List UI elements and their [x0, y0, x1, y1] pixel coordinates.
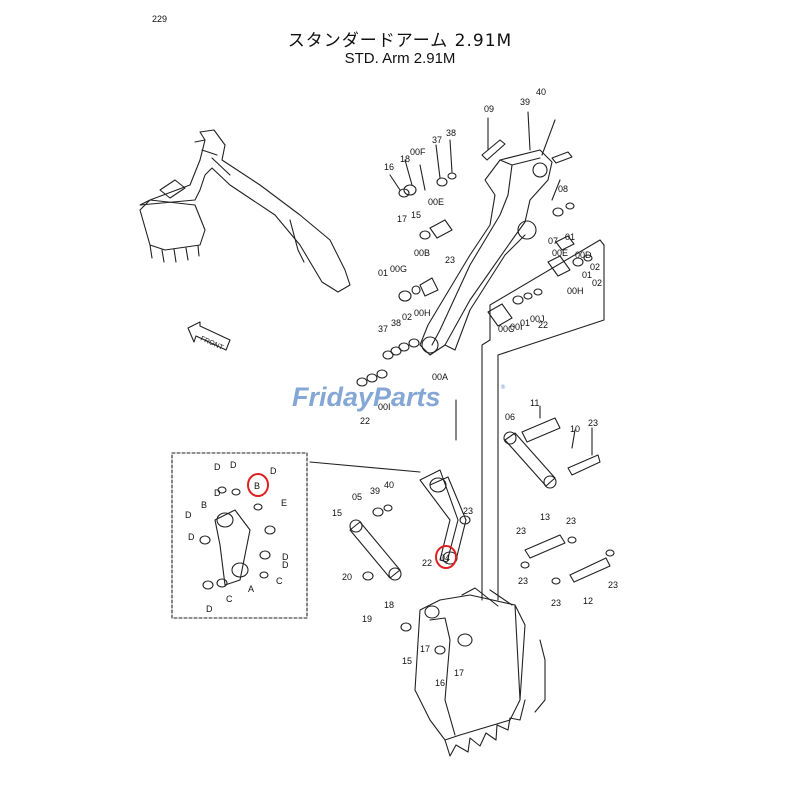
svg-text:13: 13: [540, 512, 550, 522]
svg-text:15: 15: [332, 508, 342, 518]
svg-text:23: 23: [463, 506, 473, 516]
svg-text:15: 15: [402, 656, 412, 666]
title-japanese: スタンダードアーム 2.91M: [287, 31, 513, 51]
svg-text:17: 17: [420, 644, 430, 654]
svg-text:00D: 00D: [575, 250, 592, 260]
highlight-circles: [247, 473, 457, 569]
svg-text:02: 02: [590, 262, 600, 272]
svg-text:40: 40: [384, 480, 394, 490]
svg-text:00J: 00J: [530, 314, 545, 324]
svg-text:B: B: [201, 500, 207, 510]
highlight-circle-b: [247, 473, 269, 497]
watermark-logo: FridayParts: [292, 382, 441, 412]
svg-text:D: D: [230, 460, 237, 470]
svg-text:23: 23: [518, 576, 528, 586]
svg-text:23: 23: [608, 580, 618, 590]
arm-assembly: [356, 111, 605, 601]
svg-text:00A: 00A: [432, 372, 448, 382]
svg-text:00H: 00H: [567, 286, 584, 296]
svg-text:23: 23: [566, 516, 576, 526]
svg-text:D: D: [270, 466, 277, 476]
svg-text:A: A: [248, 584, 254, 594]
svg-text:D: D: [188, 532, 195, 542]
svg-text:09: 09: [484, 104, 494, 114]
svg-text:01: 01: [582, 270, 592, 280]
svg-text:23: 23: [588, 418, 598, 428]
highlight-circle-04: [435, 545, 457, 569]
link-assembly: [309, 405, 615, 585]
svg-text:37: 37: [378, 324, 388, 334]
svg-text:D: D: [214, 488, 221, 498]
svg-text:22: 22: [422, 558, 432, 568]
svg-text:08: 08: [558, 184, 568, 194]
excavator-overview: [139, 129, 351, 293]
svg-text:16: 16: [384, 162, 394, 172]
svg-text:39: 39: [520, 97, 530, 107]
svg-text:D: D: [206, 604, 213, 614]
svg-text:37: 37: [432, 135, 442, 145]
svg-text:20: 20: [342, 572, 352, 582]
svg-text:C: C: [276, 576, 283, 586]
svg-text:00E: 00E: [428, 197, 444, 207]
svg-text:02: 02: [402, 312, 412, 322]
svg-text:D: D: [214, 462, 221, 472]
svg-text:16: 16: [435, 678, 445, 688]
svg-text:00B: 00B: [414, 248, 430, 258]
svg-text:01: 01: [520, 318, 530, 328]
svg-text:38: 38: [391, 318, 401, 328]
svg-text:00I: 00I: [510, 322, 523, 332]
svg-text:00E: 00E: [552, 248, 568, 258]
svg-text:40: 40: [536, 87, 546, 97]
front-label: FRONT: [199, 335, 225, 351]
svg-text:11: 11: [530, 398, 539, 408]
svg-text:04: 04: [440, 553, 450, 563]
svg-text:06: 06: [505, 412, 515, 422]
svg-text:12: 12: [583, 596, 593, 606]
svg-text:02: 02: [592, 278, 602, 288]
bucket: [400, 587, 546, 757]
svg-text:01: 01: [565, 232, 575, 242]
svg-text:22: 22: [360, 416, 370, 426]
watermark-reg-mark: ®: [500, 384, 506, 391]
svg-text:07: 07: [548, 236, 558, 246]
svg-text:C: C: [226, 594, 233, 604]
svg-text:00F: 00F: [410, 147, 426, 157]
svg-text:15: 15: [411, 210, 421, 220]
svg-text:23: 23: [516, 526, 526, 536]
svg-text:19: 19: [362, 614, 372, 624]
svg-text:00C: 00C: [498, 324, 515, 334]
svg-text:22: 22: [538, 320, 548, 330]
svg-text:18: 18: [400, 154, 410, 164]
svg-text:17: 17: [397, 214, 407, 224]
svg-text:01: 01: [378, 268, 388, 278]
svg-text:D: D: [282, 552, 289, 562]
svg-text:00H: 00H: [414, 308, 431, 318]
svg-text:17: 17: [454, 668, 464, 678]
svg-text:23: 23: [445, 255, 455, 265]
svg-text:D: D: [185, 510, 192, 520]
svg-text:B: B: [254, 481, 260, 491]
svg-text:18: 18: [384, 600, 394, 610]
svg-text:00G: 00G: [390, 264, 407, 274]
page-number: 229: [152, 14, 168, 24]
svg-text:38: 38: [446, 128, 456, 138]
svg-text:E: E: [281, 498, 287, 508]
title-english: STD. Arm 2.91M: [344, 50, 456, 67]
svg-text:00I: 00I: [378, 402, 391, 412]
svg-text:D: D: [282, 560, 289, 570]
svg-text:39: 39: [370, 486, 380, 496]
inset-detail: [171, 452, 308, 619]
svg-text:05: 05: [352, 492, 362, 502]
highlighted-callouts: B 04: [254, 481, 450, 563]
svg-text:23: 23: [551, 598, 561, 608]
svg-text:10: 10: [570, 424, 580, 434]
front-direction-arrow: [187, 321, 231, 351]
